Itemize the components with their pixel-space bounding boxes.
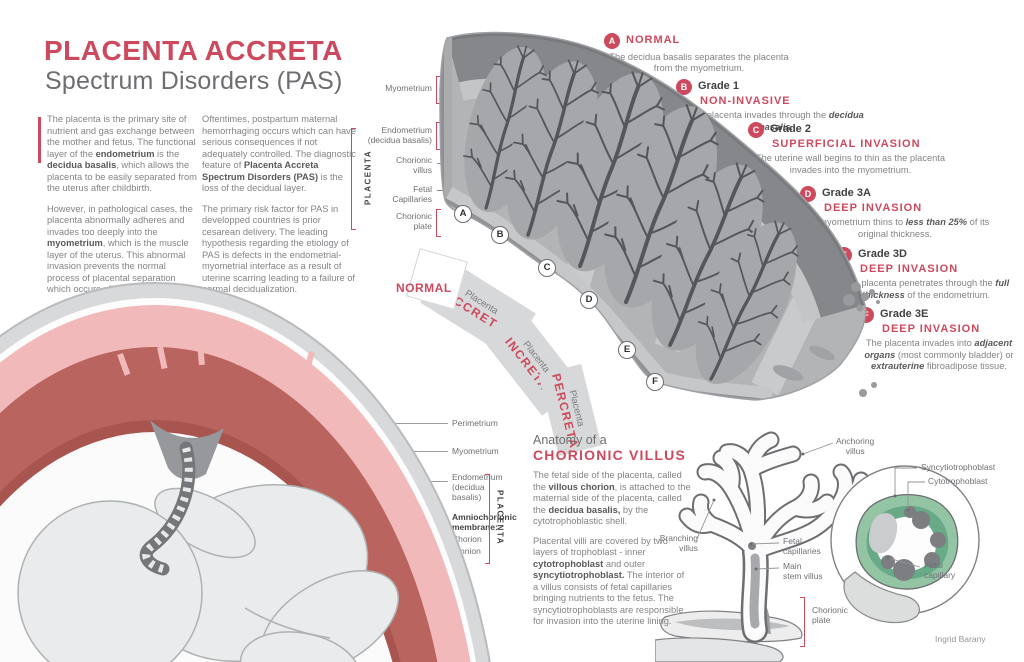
grade-number: Grade 3A <box>822 187 871 200</box>
grade-title: NON-INVASIVE <box>700 95 791 107</box>
grade-title: SUPERFICIAL INVASION <box>772 138 921 150</box>
placenta-mass <box>440 32 866 401</box>
grade-item-normal: A NORMAL The decidua basalis separates th… <box>604 33 794 75</box>
label-amnion: Amnion <box>452 546 481 556</box>
trunk-capillaries <box>749 553 760 629</box>
diagram-marker-f: F <box>646 373 664 391</box>
striations <box>772 345 835 381</box>
capillary-light <box>869 513 898 554</box>
villus-leaders <box>696 442 925 570</box>
grade-desc: The uterine wall begins to thin as the p… <box>755 153 946 175</box>
grade-letter-badge: B <box>676 79 692 95</box>
placenta-bracket-u <box>485 474 490 564</box>
umbilical-cord <box>139 441 196 576</box>
grade-title: DEEP INVASION <box>824 202 923 214</box>
label-perimetrium: Perimetrium <box>452 418 498 428</box>
uterus-fetus-illustration <box>0 282 491 662</box>
villus-heading-2: CHORIONIC VILLUS <box>533 447 686 463</box>
grade-desc: The myometrium thins to less than 25% of… <box>800 217 990 239</box>
diagram-marker-d: D <box>580 291 598 309</box>
label-cytotrophoblast: Cytotrophoblast <box>928 476 988 486</box>
grade-letter-badge: C <box>748 122 764 138</box>
chorionic-plate-bracket <box>436 209 441 237</box>
myometrium-bracket <box>436 76 441 104</box>
label-myometrium-u: Myometrium <box>452 446 499 456</box>
label-endometrium: Endometrium(decidua basalis) <box>367 125 432 145</box>
villus-section: Anatomy of a CHORIONIC VILLUS The fetal … <box>533 433 691 636</box>
torn-edge <box>440 32 452 240</box>
villus-trees <box>449 36 817 396</box>
diagram-marker-e: E <box>618 341 636 359</box>
intro-paragraph: The placenta is the primary site of nutr… <box>47 114 197 193</box>
chorionic-plate-bracket-v <box>800 597 805 647</box>
accent-bar <box>38 117 41 163</box>
grade-desc: The placenta invades through the decidua… <box>688 110 864 132</box>
intro-paragraph: Oftentimes, postpartum maternal hemorrha… <box>202 114 356 193</box>
placenta-notches <box>117 342 315 376</box>
grade-number: Grade 2 <box>770 123 811 136</box>
grade-item-2: C Grade 2 SUPERFICIAL INVASION The uterin… <box>748 122 953 176</box>
villus-heading-1: Anatomy of a <box>533 433 607 447</box>
intro-column-1: The placenta is the primary site of nutr… <box>47 114 199 305</box>
placenta-vertical-label: PLACENTA <box>363 150 373 205</box>
invading-finger-blobs <box>843 282 880 397</box>
grade-number: Grade 3D <box>858 248 907 261</box>
arc-normal-label: NORMAL <box>396 281 452 295</box>
placenta-bracket <box>351 128 356 230</box>
label-syncytiotrophoblast: Syncytiotrophoblast <box>921 462 996 472</box>
intro-column-2: Oftentimes, postpartum maternal hemorrha… <box>202 114 358 305</box>
grade-item-1: B Grade 1 NON-INVASIVE The placenta invad… <box>676 79 876 133</box>
grade-desc: The placenta invades into adjacent organ… <box>864 338 1014 371</box>
endometrium-bracket <box>436 122 441 150</box>
grade-title: DEEP INVASION <box>882 323 981 335</box>
uterine-wall-cross-section-illustration <box>439 31 880 401</box>
grade-title: DEEP INVASION <box>860 263 959 275</box>
leader-dots <box>712 452 910 571</box>
grade-desc: The decidua basalis separates the placen… <box>609 52 789 74</box>
chorionic-villus-illustration <box>655 431 980 662</box>
grade-title: NORMAL <box>626 34 681 47</box>
villus-paragraph: Placental villi are covered by two layer… <box>533 535 685 627</box>
grade-letter-badge: A <box>604 33 620 49</box>
villus-paragraph: The fetal side of the placenta, called t… <box>533 470 691 526</box>
diagram-marker-a: A <box>454 205 472 223</box>
intro-paragraph: The primary risk factor for PAS in devel… <box>202 203 355 295</box>
grade-number: Grade 3E <box>880 308 929 321</box>
diagram-marker-c: C <box>538 259 556 277</box>
grade-desc: The placenta penetrates through the full… <box>842 278 1010 300</box>
label-myometrium: Myometrium <box>385 83 432 93</box>
diagram-marker-b: B <box>491 226 509 244</box>
page-subtitle: Spectrum Disorders (PAS) <box>45 67 343 95</box>
label-chorion: Chorion <box>452 534 482 544</box>
grade-number: Grade 1 <box>698 80 739 93</box>
villus-cross-section-inset <box>830 465 980 624</box>
page-title: PLACENTA ACCRETA <box>44 35 343 66</box>
credit: Ingrid Barany <box>935 634 986 644</box>
